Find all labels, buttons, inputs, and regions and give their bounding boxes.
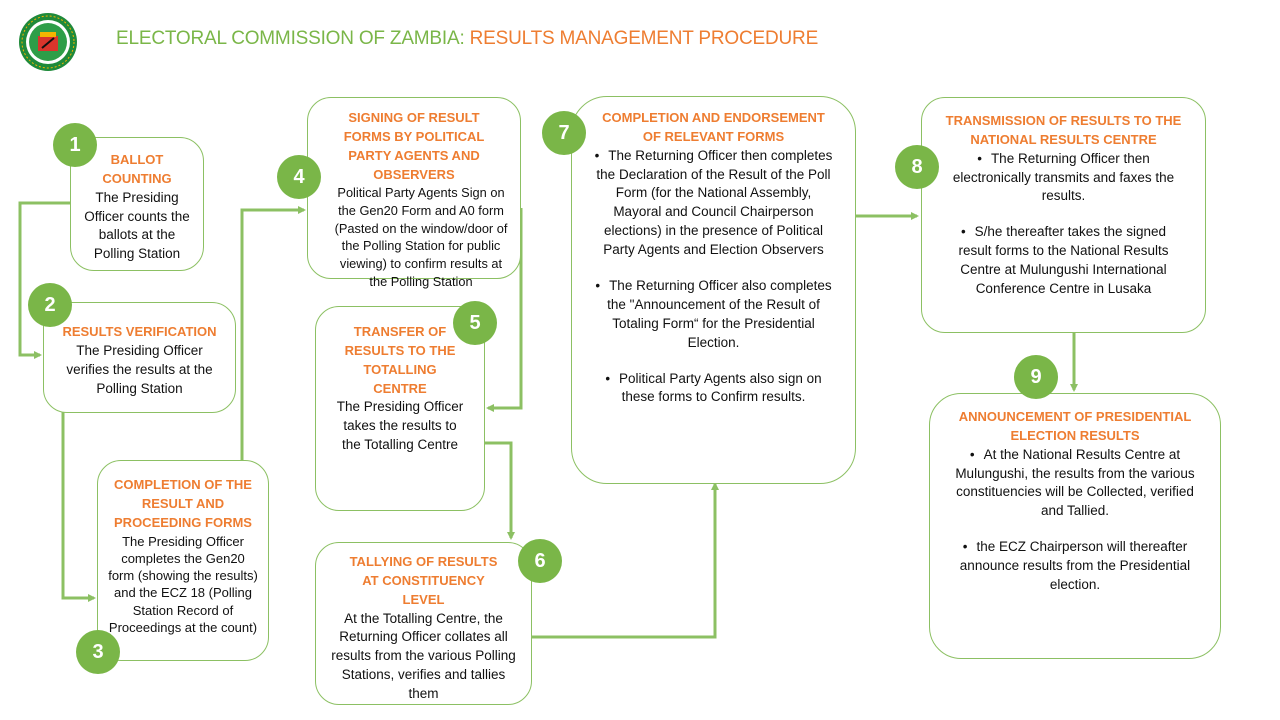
connector-1-to-2 bbox=[18, 201, 70, 359]
step-5-title: TRANSFER OF RESULTS TO THE TOTALLING CEN… bbox=[344, 324, 456, 396]
list-item: •the ECZ Chairperson will thereafter ann… bbox=[959, 539, 1191, 593]
connector-5-to-6 bbox=[484, 441, 515, 540]
step-1-badge: 1 bbox=[53, 123, 97, 167]
step-3-title: COMPLETION OF THE RESULT AND PROCEEDING … bbox=[114, 477, 252, 530]
page-title-subject: RESULTS MANAGEMENT PROCEDURE bbox=[469, 28, 819, 49]
step-9-card: ANNOUNCEMENT OF PRESIDENTIAL ELECTION RE… bbox=[929, 393, 1221, 659]
step-7-bullets: •The Returning Officer then completes th… bbox=[588, 147, 839, 408]
list-item: •Political Party Agents also sign on the… bbox=[605, 370, 822, 405]
list-item: •S/he thereafter takes the signed result… bbox=[958, 224, 1169, 297]
step-2-card: RESULTS VERIFICATION The Presiding Offic… bbox=[43, 302, 236, 413]
step-3-body: The Presiding Officer completes the Gen2… bbox=[108, 533, 258, 635]
step-4-badge: 4 bbox=[277, 155, 321, 199]
step-7-card: COMPLETION AND ENDORSEMENT OF RELEVANT F… bbox=[571, 96, 856, 484]
step-7-title: COMPLETION AND ENDORSEMENT OF RELEVANT F… bbox=[602, 110, 825, 144]
step-1-title: BALLOT COUNTING bbox=[102, 152, 172, 186]
step-2-badge: 2 bbox=[28, 283, 72, 327]
step-9-title: ANNOUNCEMENT OF PRESIDENTIAL ELECTION RE… bbox=[958, 409, 1192, 443]
step-5-card: TRANSFER OF RESULTS TO THE TOTALLING CEN… bbox=[315, 306, 485, 511]
step-7-badge: 7 bbox=[542, 111, 586, 155]
page-title-org: ELECTORAL COMMISSION OF ZAMBIA: bbox=[116, 28, 465, 49]
step-8-card: TRANSMISSION OF RESULTS TO THE NATIONAL … bbox=[921, 97, 1206, 333]
connector-3-to-4 bbox=[240, 206, 306, 460]
step-6-badge: 6 bbox=[518, 539, 562, 583]
connector-6-to-7 bbox=[532, 482, 719, 639]
connector-2-to-3 bbox=[61, 412, 96, 602]
step-1-body: The Presiding Officer counts the ballots… bbox=[84, 189, 190, 262]
step-3-badge: 3 bbox=[76, 630, 120, 674]
step-9-bullets: •At the National Results Centre at Mulun… bbox=[950, 446, 1200, 595]
step-5-body: The Presiding Officer takes the results … bbox=[336, 399, 464, 453]
step-1-card: BALLOT COUNTING The Presiding Officer co… bbox=[70, 137, 204, 271]
connector-4-to-5 bbox=[486, 208, 523, 412]
step-5-badge: 5 bbox=[453, 301, 497, 345]
page-title: ELECTORAL COMMISSION OF ZAMBIA: RESULTS … bbox=[116, 28, 818, 50]
step-6-body: At the Totalling Centre, the Returning O… bbox=[331, 610, 516, 702]
step-8-title: TRANSMISSION OF RESULTS TO THE NATIONAL … bbox=[945, 113, 1182, 147]
step-9-badge: 9 bbox=[1014, 355, 1058, 399]
step-6-title: TALLYING OF RESULTS AT CONSTITUENCY LEVE… bbox=[349, 554, 498, 607]
step-8-badge: 8 bbox=[895, 145, 939, 189]
step-6-card: TALLYING OF RESULTS AT CONSTITUENCY LEVE… bbox=[315, 542, 532, 705]
step-3-card: COMPLETION OF THE RESULT AND PROCEEDING … bbox=[97, 460, 269, 661]
step-2-body: The Presiding Officer verifies the resul… bbox=[66, 342, 213, 396]
list-item: •The Returning Officer also completes th… bbox=[595, 278, 832, 350]
list-item: •The Returning Officer then completes th… bbox=[594, 147, 833, 258]
step-4-card: SIGNING OF RESULT FORMS BY POLITICAL PAR… bbox=[307, 97, 521, 289]
ecz-seal-icon bbox=[19, 13, 77, 71]
step-8-bullets: •The Returning Officer then electronical… bbox=[940, 150, 1187, 299]
list-item: •The Returning Officer then electronical… bbox=[952, 150, 1175, 204]
list-item: •At the National Results Centre at Mulun… bbox=[955, 446, 1195, 519]
step-4-body: Political Party Agents Sign on the Gen20… bbox=[334, 185, 508, 289]
step-4-title: SIGNING OF RESULT FORMS BY POLITICAL PAR… bbox=[343, 110, 485, 182]
step-2-title: RESULTS VERIFICATION bbox=[62, 324, 217, 339]
